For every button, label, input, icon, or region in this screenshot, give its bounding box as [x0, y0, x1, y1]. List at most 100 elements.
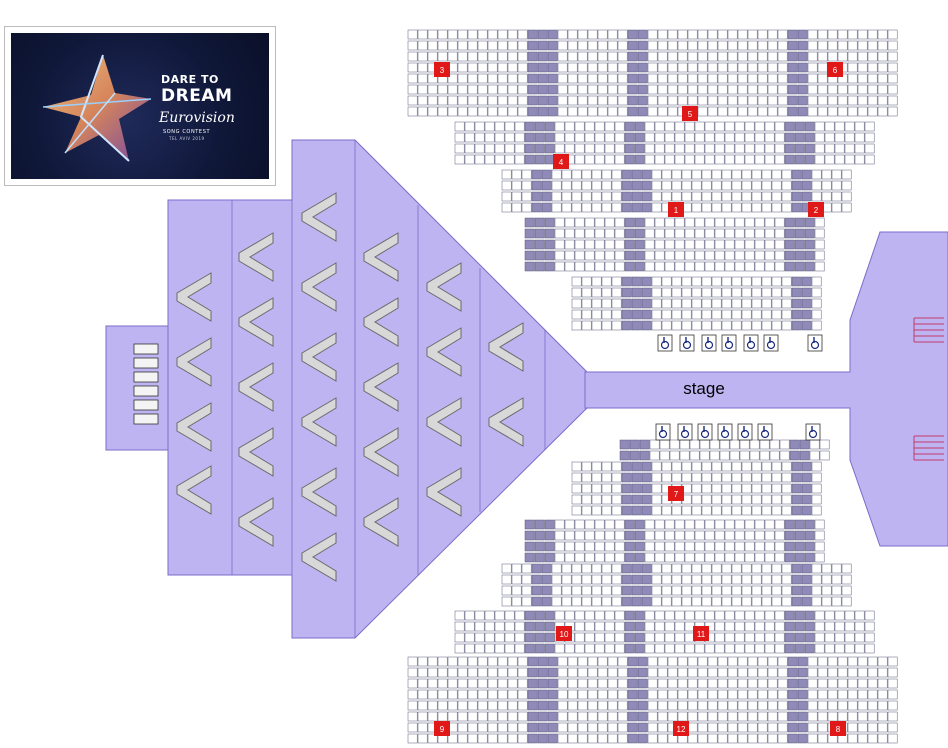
seat[interactable]: [757, 73, 768, 84]
seat[interactable]: [524, 530, 535, 541]
seat[interactable]: [571, 180, 582, 191]
seat[interactable]: [614, 530, 625, 541]
seat[interactable]: [784, 250, 795, 261]
seat[interactable]: [781, 309, 792, 320]
seat[interactable]: [741, 276, 752, 287]
seat[interactable]: [437, 656, 448, 667]
seat[interactable]: [731, 563, 742, 574]
seat[interactable]: [774, 541, 785, 552]
seat[interactable]: [544, 632, 555, 643]
seat[interactable]: [754, 143, 765, 154]
seat[interactable]: [504, 621, 515, 632]
seat[interactable]: [817, 84, 828, 95]
seat[interactable]: [597, 722, 608, 733]
seat[interactable]: [721, 276, 732, 287]
seat[interactable]: [684, 643, 695, 654]
seat[interactable]: [597, 106, 608, 117]
seat[interactable]: [887, 689, 898, 700]
seat[interactable]: [751, 202, 762, 213]
seat[interactable]: [477, 656, 488, 667]
seat[interactable]: [427, 689, 438, 700]
seat[interactable]: [487, 29, 498, 40]
seat[interactable]: [621, 585, 632, 596]
seat[interactable]: [731, 574, 742, 585]
seat[interactable]: [521, 191, 532, 202]
seat[interactable]: [844, 621, 855, 632]
seat[interactable]: [744, 261, 755, 272]
seat[interactable]: [574, 530, 585, 541]
seat[interactable]: [691, 494, 702, 505]
seat[interactable]: [587, 40, 598, 51]
seat[interactable]: [467, 95, 478, 106]
seat[interactable]: [664, 610, 675, 621]
seat[interactable]: [624, 552, 635, 563]
seat[interactable]: [647, 106, 658, 117]
seat[interactable]: [571, 494, 582, 505]
seat[interactable]: [694, 121, 705, 132]
seat[interactable]: [777, 678, 788, 689]
seat[interactable]: [847, 51, 858, 62]
seat[interactable]: [591, 574, 602, 585]
seat[interactable]: [647, 689, 658, 700]
seat[interactable]: [454, 143, 465, 154]
seat[interactable]: [847, 62, 858, 73]
seat[interactable]: [654, 217, 665, 228]
seat[interactable]: [724, 552, 735, 563]
seat[interactable]: [697, 678, 708, 689]
seat[interactable]: [644, 217, 655, 228]
seat[interactable]: [641, 169, 652, 180]
seat[interactable]: [604, 632, 615, 643]
seat[interactable]: [691, 276, 702, 287]
seat[interactable]: [817, 711, 828, 722]
seat[interactable]: [544, 217, 555, 228]
seat[interactable]: [747, 29, 758, 40]
seat[interactable]: [407, 711, 418, 722]
seat[interactable]: [714, 621, 725, 632]
seat[interactable]: [571, 320, 582, 331]
seat[interactable]: [587, 733, 598, 744]
seat[interactable]: [737, 722, 748, 733]
seat[interactable]: [867, 733, 878, 744]
seat[interactable]: [867, 656, 878, 667]
seat[interactable]: [534, 228, 545, 239]
seat[interactable]: [854, 621, 865, 632]
seat[interactable]: [587, 51, 598, 62]
seat[interactable]: [544, 610, 555, 621]
seat[interactable]: [719, 439, 730, 450]
seat[interactable]: [577, 73, 588, 84]
seat[interactable]: [517, 733, 528, 744]
seat[interactable]: [759, 450, 770, 461]
seat[interactable]: [794, 541, 805, 552]
seat[interactable]: [521, 585, 532, 596]
seat[interactable]: [507, 84, 518, 95]
seat[interactable]: [717, 73, 728, 84]
seat[interactable]: [721, 472, 732, 483]
seat[interactable]: [651, 505, 662, 516]
seat[interactable]: [847, 722, 858, 733]
seat[interactable]: [727, 711, 738, 722]
seat[interactable]: [571, 563, 582, 574]
seat[interactable]: [807, 667, 818, 678]
seat[interactable]: [521, 180, 532, 191]
seat[interactable]: [831, 169, 842, 180]
seat[interactable]: [887, 73, 898, 84]
seat[interactable]: [564, 250, 575, 261]
seat[interactable]: [751, 180, 762, 191]
seat[interactable]: [547, 84, 558, 95]
seat[interactable]: [651, 276, 662, 287]
seat[interactable]: [864, 643, 875, 654]
seat[interactable]: [707, 722, 718, 733]
seat[interactable]: [574, 261, 585, 272]
seat[interactable]: [754, 519, 765, 530]
seat[interactable]: [791, 494, 802, 505]
seat[interactable]: [651, 563, 662, 574]
seat[interactable]: [721, 461, 732, 472]
seat[interactable]: [427, 73, 438, 84]
seat[interactable]: [797, 84, 808, 95]
seat[interactable]: [604, 121, 615, 132]
seat[interactable]: [767, 656, 778, 667]
seat[interactable]: [554, 143, 565, 154]
seat[interactable]: [841, 180, 852, 191]
seat[interactable]: [697, 62, 708, 73]
seat[interactable]: [437, 689, 448, 700]
